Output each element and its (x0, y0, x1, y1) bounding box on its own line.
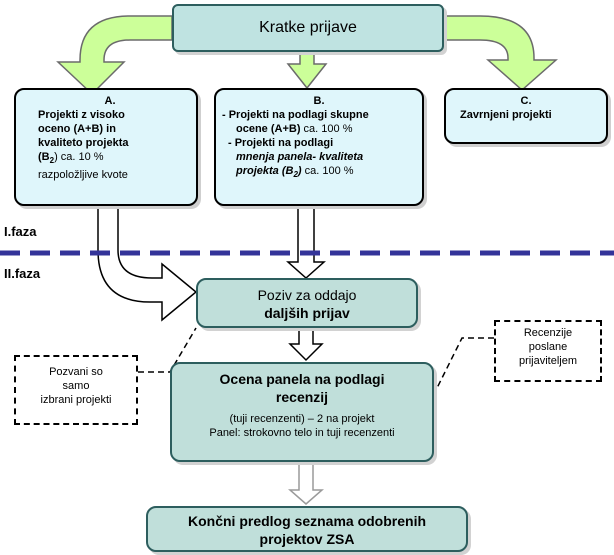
box-a-line3: kvaliteto projekta (38, 137, 129, 149)
box-a-line4: (B2) ca. 10 % (22, 150, 190, 168)
box-b-item1: - Projekti na podlagi skupne (222, 109, 369, 121)
callout-invited-only: Pozvani so samo izbrani projekti (14, 355, 138, 425)
callout-right-line1: Recenzije (523, 327, 573, 339)
final-proposal-box: Končni predlog seznama odobrenih projekt… (146, 506, 468, 552)
box-c-letter: C. (520, 95, 532, 107)
final-line2: projektov ZSA (259, 531, 355, 547)
box-b: B. - Projekti na podlagi skupne ocene (A… (214, 88, 424, 206)
callout-left-line1: Pozvani so (49, 366, 103, 378)
short-applications-label: Kratke prijave (259, 19, 357, 36)
box-b-item2-close: ) (297, 165, 302, 177)
white-curved-arrow-a (97, 207, 198, 322)
short-applications-box: Kratke prijave (172, 4, 444, 52)
box-b-item2-italic: mnenja panela- kvaliteta (236, 151, 364, 163)
box-b-item2-italic2: projekta (B (236, 165, 294, 177)
box-a-line1: Projekti z visoko (38, 109, 125, 121)
callout-right-line2: poslane (528, 341, 568, 353)
box-c: C. Zavrnjeni projekti (444, 88, 608, 144)
green-curved-arrow-left (56, 15, 173, 96)
panel-review-box: Ocena panela na podlagi recenzij (tuji r… (170, 362, 434, 462)
box-b-item2-line3: projekta (B2) ca. 100 % (222, 164, 416, 182)
panel-title2: recenzij (275, 389, 329, 405)
box-b-item2-sub: 2 (293, 170, 298, 180)
phase-1-label: I.faza (4, 224, 37, 239)
box-b-item2: - Projekti na podlagi (228, 137, 334, 149)
panel-sub2: Panel: strokovno telo in tuji recenzenti (209, 427, 395, 439)
panel-sub1: (tuji recenzenti) – 2 na projekt (229, 413, 375, 425)
callout-right-connector (435, 337, 494, 391)
box-a-b2-prefix: (B (38, 151, 50, 163)
box-a-letter: A. (104, 95, 116, 107)
callout-left-line3: izbrani projekti (40, 394, 112, 406)
white-down-arrow-invite (288, 327, 324, 362)
panel-title1: Ocena panela na podlagi (219, 371, 385, 387)
green-curved-arrow-right (443, 15, 558, 92)
box-b-item1-line2: ocene (A+B) ca. 100 % (222, 122, 416, 136)
callout-reviews-sent: Recenzije poslane prijaviteljem (494, 320, 602, 382)
invite-box: Poziv za oddajo daljših prijav (196, 278, 418, 328)
invite-line2: daljših prijav (264, 305, 350, 321)
callout-left-line2: samo (62, 380, 90, 392)
box-b-item2-rest: ca. 100 % (301, 165, 354, 177)
box-a-line5: razpoložljive kvote (38, 169, 128, 182)
phase-2-label: II.faza (4, 266, 41, 281)
white-down-arrow-panel (288, 461, 324, 505)
box-c-text: Zavrnjeni projekti (460, 109, 552, 121)
box-b-letter: B. (313, 95, 325, 107)
invite-line1: Poziv za oddajo (257, 287, 357, 303)
green-down-arrow-center (286, 51, 328, 90)
box-a-b2-suffix: ) ca. 10 % (54, 151, 104, 163)
final-line1: Končni predlog seznama odobrenih (187, 513, 427, 529)
white-down-arrow-b (286, 205, 326, 280)
box-a-b2-sub: 2 (49, 156, 55, 166)
box-b-item1-line2-rest: ca. 100 % (300, 123, 353, 135)
box-b-item1-line2-bold: ocene (A+B) (236, 123, 301, 135)
callout-right-line3: prijaviteljem (518, 355, 578, 367)
box-a-line2: oceno (A+B) in (38, 123, 116, 135)
box-a: A. Projekti z visoko oceno (A+B) in kval… (14, 88, 198, 206)
